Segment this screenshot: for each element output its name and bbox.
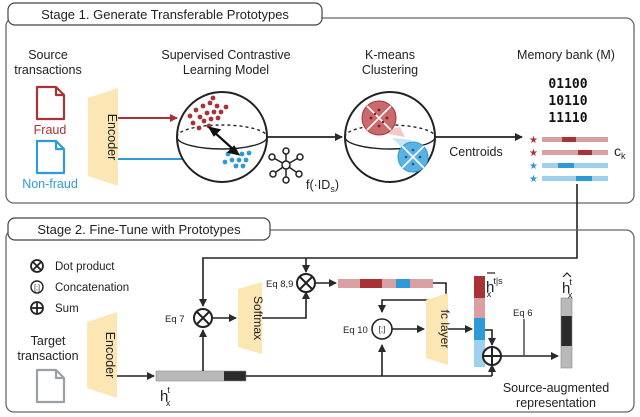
eq7-label: Eq 7 <box>165 314 185 325</box>
nonfraud-cluster-icon <box>392 138 429 173</box>
memory-bits-row-3: 11110 <box>548 111 587 126</box>
legend-sum: Sum <box>55 303 79 315</box>
encoder-stage1 <box>88 88 118 186</box>
softmax-block <box>238 282 262 354</box>
target-label-2: transaction <box>17 349 78 363</box>
centroids-label: Centroids <box>449 145 503 159</box>
prototype-vector <box>338 279 433 288</box>
sum-legend-icon <box>30 301 44 315</box>
stage2-title-box <box>7 217 271 241</box>
kmeans-label-2: Clustering <box>362 63 418 77</box>
softmax-label: Softmax <box>251 296 265 340</box>
stage2-panel <box>5 229 635 413</box>
htls-to-sum-line <box>485 329 496 346</box>
output-label-2: representation <box>516 396 596 410</box>
source-label-1: Source <box>28 48 68 62</box>
stage1-title: Stage 1. Generate Transferable Prototype… <box>41 7 289 22</box>
target-label-1: Target <box>31 334 66 348</box>
memory-star-icons: ★ ★ ★ ★ <box>529 135 538 185</box>
nonfraud-label: Non-fraud <box>22 177 78 191</box>
network-icon <box>268 147 304 184</box>
hhat-vector <box>560 297 573 369</box>
fraud-embedding-cluster <box>187 95 229 131</box>
legend-dot-product: Dot product <box>55 261 115 273</box>
svg-text:★: ★ <box>529 174 538 185</box>
hhat-hat-accent <box>562 272 572 278</box>
kmeans-label-1: K-means <box>365 48 415 62</box>
concat-eq10-icon: [;] <box>371 318 393 340</box>
fid-label: f(·IDs) <box>306 178 339 194</box>
ck-label: ck <box>614 143 626 161</box>
svg-text:★: ★ <box>529 148 538 159</box>
dot-product-legend-icon <box>30 259 44 273</box>
svg-text:★: ★ <box>529 135 538 146</box>
stage1-title-box <box>7 2 323 26</box>
svg-text:[;]: [;] <box>34 285 40 292</box>
encoder-stage1-label: Encoder <box>105 114 119 161</box>
eq6-label: Eq 6 <box>513 308 533 319</box>
scl-embedding-sphere <box>176 91 268 183</box>
dot-product-eq7-icon <box>193 308 213 328</box>
svg-text:★: ★ <box>529 161 538 172</box>
memory-bank-label: Memory bank (M) <box>517 48 615 62</box>
sum-eq6-icon <box>482 346 502 366</box>
memory-bits-row-2: 10110 <box>548 94 587 109</box>
fraud-label: Fraud <box>34 123 67 137</box>
scl-label-1: Supervised Contrastive <box>161 48 290 62</box>
eq89-label: Eq 8,9 <box>266 279 293 290</box>
fc-layer-label: fc layer <box>438 310 452 349</box>
nonfraud-document-icon <box>35 139 66 175</box>
hxt-vector <box>155 370 247 382</box>
eq10-label: Eq 10 <box>343 325 368 336</box>
memory-to-stage2-line <box>199 184 578 307</box>
memory-bank-vectors <box>542 137 608 181</box>
encoder-stage2-label: Encoder <box>103 332 117 379</box>
stage2-title: Stage 2. Fine-Tune with Prototypes <box>37 222 241 237</box>
concat-legend-icon: [;] <box>30 280 44 294</box>
fc-layer-block <box>426 293 448 365</box>
softmax-to-dot-line <box>262 291 310 319</box>
encoder-stage2 <box>87 312 117 398</box>
scl-label-2: Learning Model <box>183 63 269 77</box>
target-document-icon <box>35 368 66 404</box>
fraud-document-icon <box>35 85 66 121</box>
dot-product-eq89-icon <box>296 273 316 293</box>
legend-concatenation: Concatenation <box>55 282 129 294</box>
memory-bits-row-1: 01100 <box>548 77 587 92</box>
fraud-cluster-icon <box>361 100 405 137</box>
svg-text:[;]: [;] <box>379 325 386 334</box>
output-label-1: Source-augmented <box>503 381 609 395</box>
htls-vector <box>474 276 485 367</box>
contrast-double-arrow <box>207 126 241 156</box>
source-label-2: transactions <box>14 63 81 77</box>
